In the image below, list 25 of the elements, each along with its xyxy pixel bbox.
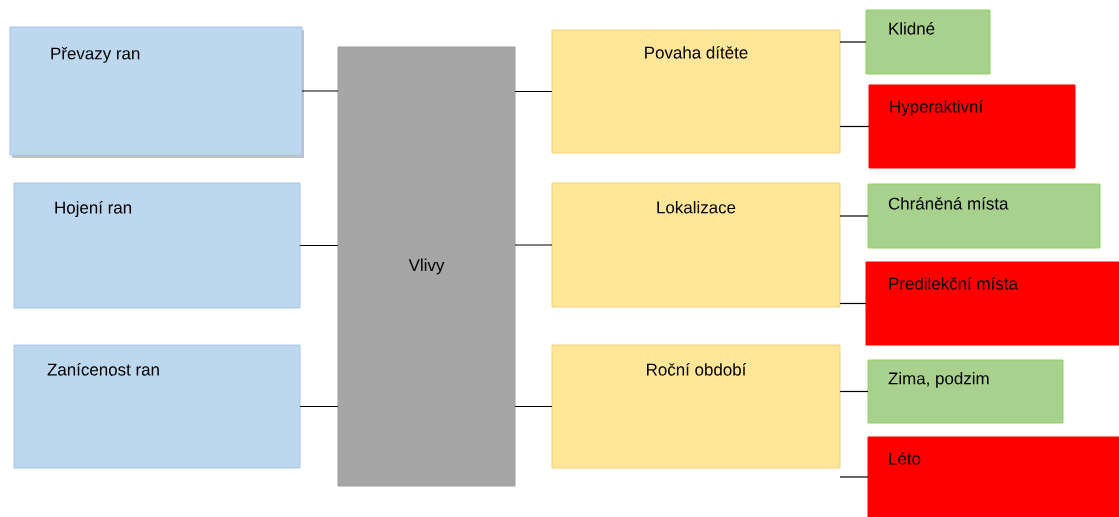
connector-line xyxy=(299,405,339,408)
option-box: Predilekční místa xyxy=(865,261,1119,346)
connector-line xyxy=(839,215,869,217)
connector-line xyxy=(839,125,870,128)
factor-box: Zanícenost ran xyxy=(13,344,301,469)
connector-line xyxy=(839,390,869,393)
central-box: Vlivy xyxy=(337,46,516,487)
option-box: Chráněná místa xyxy=(867,183,1101,249)
connector-line xyxy=(839,41,867,43)
category-box: Povaha dítěte xyxy=(551,29,841,154)
connector-line xyxy=(514,405,553,408)
factor-box: Hojení ran xyxy=(13,182,301,309)
option-box: Klidné xyxy=(865,9,991,75)
option-box: Léto xyxy=(867,436,1119,517)
connector-line xyxy=(299,244,339,247)
connector-line xyxy=(839,476,869,478)
category-box: Lokalizace xyxy=(551,182,841,308)
connector-line xyxy=(514,90,553,93)
option-box: Hyperaktivní xyxy=(868,84,1076,169)
category-box: Roční období xyxy=(551,344,841,469)
connector-line xyxy=(301,90,339,92)
option-box: Zima, podzim xyxy=(867,359,1064,424)
connector-line xyxy=(514,244,553,246)
factor-box: Převazy ran xyxy=(9,26,304,158)
connector-line xyxy=(839,302,867,305)
